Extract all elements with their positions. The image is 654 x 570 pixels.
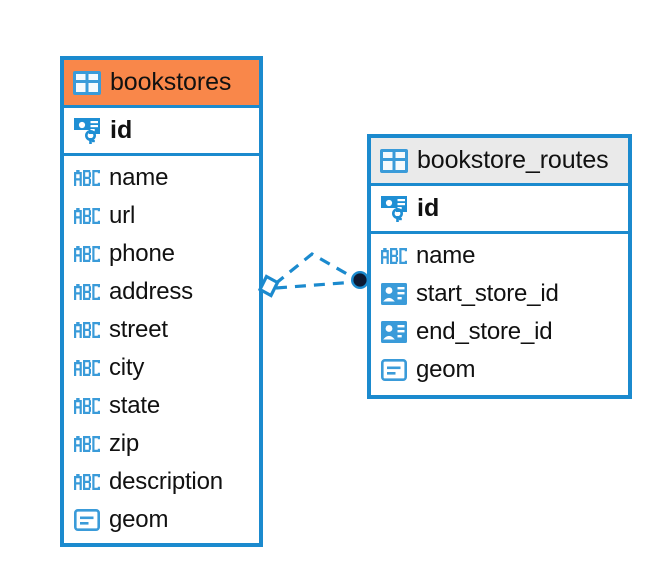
field-label: description [109,468,223,495]
field-label: name [109,164,169,191]
abc-text-icon [74,246,100,262]
foreign-key-icon [381,283,407,305]
field-row[interactable]: description [64,463,259,501]
table-icon [73,70,101,95]
field-label: start_store_id [416,280,559,307]
abc-text-icon [74,436,100,452]
entity-title-label: bookstore_routes [417,146,609,174]
field-row[interactable]: url [64,197,259,235]
entity-header-bookstore-routes[interactable]: bookstore_routes [371,138,628,186]
field-row[interactable]: zip [64,425,259,463]
field-label: name [416,242,476,269]
foreign-key-icon [381,321,407,343]
geometry-icon [74,509,100,531]
entity-header-bookstores[interactable]: bookstores [64,60,259,108]
primary-key-label: id [417,194,440,222]
primary-key-row-bookstore-routes[interactable]: id [371,186,628,234]
entity-title-label: bookstores [110,68,232,96]
field-label: zip [109,430,140,457]
relationship-line-straight [275,280,356,290]
abc-text-icon [74,322,100,338]
abc-text-icon [74,474,100,490]
field-row[interactable]: geom [64,501,259,539]
abc-text-icon [74,398,100,414]
field-label: geom [416,356,476,383]
field-row[interactable]: state [64,387,259,425]
field-row[interactable]: city [64,349,259,387]
abc-text-icon [74,360,100,376]
field-row[interactable]: address [64,273,259,311]
field-row[interactable]: start_store_id [371,275,628,313]
field-row[interactable]: name [64,159,259,197]
primary-key-icon [380,195,408,223]
relationship-connector[interactable] [250,232,380,322]
abc-text-icon [74,284,100,300]
field-list-bookstore-routes: name start_store_id [371,234,628,389]
field-label: phone [109,240,175,267]
abc-text-icon [74,208,100,224]
geometry-icon [381,359,407,381]
field-row[interactable]: phone [64,235,259,273]
abc-text-icon [381,248,407,264]
field-label: url [109,202,136,229]
primary-key-icon [73,117,101,145]
abc-text-icon [74,170,100,186]
primary-key-row-bookstores[interactable]: id [64,108,259,156]
relationship-line-arc [273,252,355,286]
table-icon [380,148,408,173]
entity-table-bookstores[interactable]: bookstores id [60,56,263,547]
field-row[interactable]: name [371,237,628,275]
field-label: state [109,392,161,419]
field-list-bookstores: name url [64,156,259,539]
field-row[interactable]: street [64,311,259,349]
entity-table-bookstore-routes[interactable]: bookstore_routes id [367,134,632,399]
field-label: address [109,278,193,305]
field-label: geom [109,506,169,533]
field-label: street [109,316,168,343]
primary-key-label: id [110,116,133,144]
field-row[interactable]: end_store_id [371,313,628,351]
field-row[interactable]: geom [371,351,628,389]
field-label: end_store_id [416,318,553,345]
field-label: city [109,354,145,381]
